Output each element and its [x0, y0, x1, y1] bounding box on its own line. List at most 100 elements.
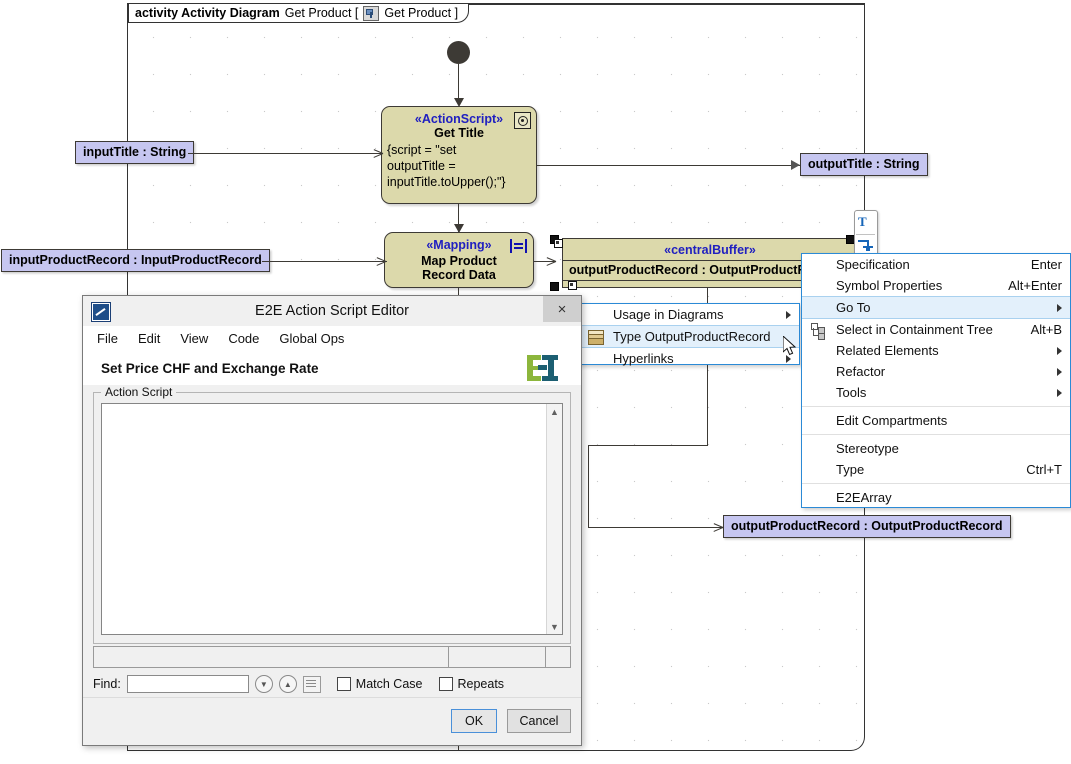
- menu-code[interactable]: Code: [228, 331, 259, 346]
- submenu-item-usage-in-diagrams[interactable]: Usage in Diagrams: [579, 304, 799, 325]
- window-title: E2E Action Script Editor: [83, 303, 581, 319]
- menu-item-go-to[interactable]: Go To: [802, 296, 1070, 319]
- selection-handle-bl[interactable]: [550, 282, 559, 291]
- action-script-icon: [514, 112, 531, 129]
- menu-item-tools[interactable]: Tools: [802, 382, 1070, 403]
- e2e-logo: [527, 355, 559, 381]
- window-titlebar[interactable]: E2E Action Script Editor ×: [83, 296, 581, 326]
- diagram-icon: [363, 6, 379, 21]
- mouse-cursor: [783, 336, 799, 358]
- submenu-item-label: Type OutputProductRecord: [613, 329, 771, 344]
- toolbar-divider: [856, 234, 875, 235]
- menu-separator: [802, 406, 1070, 407]
- action-script-group: Action Script ▲ ▼: [93, 392, 571, 644]
- flow-inputproductrecord-line: [262, 261, 387, 262]
- containment-tree-icon: [811, 323, 826, 338]
- find-bar[interactable]: Find: ▼ ▲ Match Case Repeats: [93, 673, 571, 695]
- menu-view[interactable]: View: [180, 331, 208, 346]
- chevron-right-icon: [1057, 389, 1062, 397]
- status-cell-mode: [546, 647, 570, 667]
- menu-item-label: E2EArray: [836, 490, 892, 505]
- flow-outputtitle-line: [537, 165, 802, 166]
- find-next-icon[interactable]: ▼: [255, 675, 273, 693]
- menu-item-label: Edit Compartments: [836, 413, 947, 428]
- menu-global-ops[interactable]: Global Ops: [279, 331, 344, 346]
- find-list-icon[interactable]: [303, 676, 321, 693]
- menu-item-label: Related Elements: [836, 343, 939, 358]
- cancel-button[interactable]: Cancel: [507, 709, 571, 733]
- repeats-option[interactable]: Repeats: [439, 677, 505, 691]
- selection-handle-tl-inner[interactable]: [554, 239, 563, 248]
- menu-separator: [802, 434, 1070, 435]
- find-prev-icon[interactable]: ▲: [279, 675, 297, 693]
- get-title-name: Get Title: [382, 126, 536, 140]
- menu-item-specification[interactable]: Specification Enter: [802, 254, 1070, 275]
- activity-frame-top-right: [455, 3, 865, 5]
- action-script-editor-area[interactable]: ▲ ▼: [101, 403, 563, 635]
- menu-file[interactable]: File: [97, 331, 118, 346]
- menu-item-refactor[interactable]: Refactor: [802, 361, 1070, 382]
- flow-arrow-inputtitle: [373, 148, 384, 159]
- operation-title-row: Set Price CHF and Exchange Rate: [83, 351, 581, 385]
- selection-handle-bottom[interactable]: [568, 281, 577, 290]
- scroll-up-icon[interactable]: ▲: [547, 404, 562, 419]
- pin-output-title[interactable]: outputTitle : String: [800, 153, 928, 176]
- repeats-label: Repeats: [458, 677, 505, 691]
- menu-item-related-elements[interactable]: Related Elements: [802, 340, 1070, 361]
- menu-item-symbol-properties[interactable]: Symbol Properties Alt+Enter: [802, 275, 1070, 296]
- chevron-right-icon: [1057, 304, 1062, 312]
- pin-output-product-record[interactable]: outputProductRecord : OutputProductRecor…: [723, 515, 1011, 538]
- action-script-group-label: Action Script: [101, 385, 176, 399]
- action-node-get-title[interactable]: «ActionScript» Get Title {script = "set …: [381, 106, 537, 204]
- menu-separator: [802, 483, 1070, 484]
- ok-button[interactable]: OK: [451, 709, 497, 733]
- menu-item-label: Stereotype: [836, 441, 899, 456]
- menu-item-label: Tools: [836, 385, 866, 400]
- submenu-item-type-outputproductrecord[interactable]: Type OutputProductRecord: [579, 325, 799, 348]
- flow-down-to-output: [588, 445, 589, 527]
- text-tool-icon[interactable]: T: [858, 214, 867, 230]
- find-input[interactable]: [127, 675, 249, 693]
- get-title-stereotype: «ActionScript»: [382, 112, 536, 126]
- editor-scrollbar[interactable]: ▲ ▼: [546, 404, 562, 634]
- chevron-right-icon: [1057, 368, 1062, 376]
- close-icon[interactable]: ×: [543, 296, 581, 322]
- menu-item-shortcut: Enter: [1013, 257, 1062, 272]
- action-node-map-product-record-data[interactable]: «Mapping» Map Product Record Data: [384, 232, 534, 288]
- context-menu[interactable]: Specification Enter Symbol Properties Al…: [801, 253, 1071, 508]
- menubar[interactable]: File Edit View Code Global Ops: [83, 326, 581, 351]
- scroll-down-icon[interactable]: ▼: [547, 619, 562, 634]
- mapping-name-line-1: Map Product: [385, 254, 533, 268]
- activity-frame-header[interactable]: activity Activity Diagram Get Product [ …: [128, 3, 469, 23]
- initial-node[interactable]: [447, 41, 470, 64]
- chevron-right-icon: [1057, 347, 1062, 355]
- menu-edit[interactable]: Edit: [138, 331, 160, 346]
- frame-name: Get Product [: [285, 6, 359, 20]
- find-label: Find:: [93, 677, 121, 691]
- status-cell-position: [449, 647, 546, 667]
- match-case-checkbox[interactable]: [337, 677, 351, 691]
- menu-item-label: Go To: [836, 300, 870, 315]
- pin-input-product-record[interactable]: inputProductRecord : InputProductRecord: [1, 249, 270, 272]
- repeats-checkbox[interactable]: [439, 677, 453, 691]
- menu-item-stereotype[interactable]: Stereotype: [802, 438, 1070, 459]
- dialog-buttons: OK Cancel: [451, 709, 571, 733]
- insert-icon[interactable]: [858, 238, 874, 254]
- status-cell-message: [94, 647, 449, 667]
- get-title-body-line-2: outputTitle =: [387, 158, 536, 174]
- submenu-item-label: Hyperlinks: [613, 351, 674, 366]
- match-case-option[interactable]: Match Case: [337, 677, 423, 691]
- menu-item-label: Symbol Properties: [836, 278, 942, 293]
- menu-item-e2earray[interactable]: E2EArray: [802, 487, 1070, 508]
- action-script-editor-window[interactable]: E2E Action Script Editor × File Edit Vie…: [82, 295, 582, 746]
- menu-item-shortcut: Ctrl+T: [1008, 462, 1062, 477]
- menu-item-select-in-containment-tree[interactable]: Select in Containment Tree Alt+B: [802, 319, 1070, 340]
- mapping-icon: [510, 239, 527, 253]
- flow-buffer-left: [588, 445, 708, 446]
- pin-input-title[interactable]: inputTitle : String: [75, 141, 194, 164]
- submenu-item-hyperlinks[interactable]: Hyperlinks: [579, 348, 799, 369]
- menu-item-type[interactable]: Type Ctrl+T: [802, 459, 1070, 480]
- submenu-item-label: Usage in Diagrams: [613, 307, 724, 322]
- goto-submenu[interactable]: Usage in Diagrams Type OutputProductReco…: [578, 303, 800, 365]
- menu-item-edit-compartments[interactable]: Edit Compartments: [802, 410, 1070, 431]
